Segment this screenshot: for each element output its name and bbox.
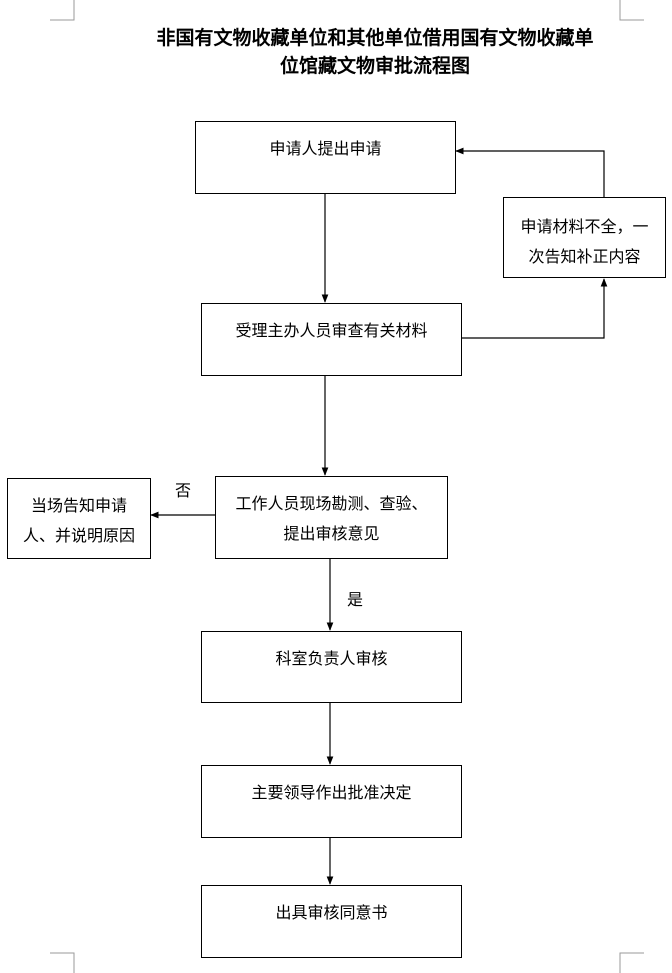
node-reject-line-2: 人、并说明原因 [22, 526, 135, 545]
node-incomplete-line-2: 次告知补正内容 [528, 247, 641, 266]
node-incomplete-line-1: 申请材料不全，一 [520, 217, 649, 236]
corner-mark-bottom-left [50, 952, 75, 973]
node-review: 受理主办人员审查有关材料 [201, 303, 462, 376]
arrow-review-to-incomplete [461, 278, 608, 339]
corner-mark-top-right [619, 0, 644, 21]
diagram-title: 非国有文物收藏单位和其他单位借用国有文物收藏单 位馆藏文物审批流程图 [110, 24, 640, 80]
title-line-1: 非国有文物收藏单位和其他单位借用国有文物收藏单 [156, 27, 594, 49]
node-leader: 主要领导作出批准决定 [201, 765, 462, 838]
node-leader-label: 主要领导作出批准决定 [251, 783, 412, 802]
edge-label-yes: 是 [347, 590, 364, 609]
node-issue-label: 出具审核同意书 [275, 903, 388, 922]
node-reject: 当场告知申请 人、并说明原因 [7, 478, 151, 559]
node-apply-label: 申请人提出申请 [269, 139, 382, 158]
node-issue: 出具审核同意书 [201, 885, 462, 958]
edge-label-no: 否 [175, 481, 192, 500]
node-apply: 申请人提出申请 [195, 121, 456, 194]
title-line-2: 位馆藏文物审批流程图 [279, 55, 470, 77]
node-incomplete: 申请材料不全，一 次告知补正内容 [503, 197, 666, 278]
corner-mark-bottom-right [619, 952, 644, 973]
node-section-head: 科室负责人审核 [201, 631, 462, 703]
node-survey: 工作人员现场勘测、查验、 提出审核意见 [215, 476, 448, 559]
node-review-label: 受理主办人员审查有关材料 [235, 321, 428, 340]
node-reject-line-1: 当场告知申请 [30, 496, 127, 515]
corner-mark-top-left [50, 0, 75, 21]
node-survey-line-2: 提出审核意见 [283, 524, 380, 543]
arrow-incomplete-to-apply [455, 147, 605, 197]
node-survey-line-1: 工作人员现场勘测、查验、 [235, 494, 428, 513]
node-section-head-label: 科室负责人审核 [275, 649, 388, 668]
